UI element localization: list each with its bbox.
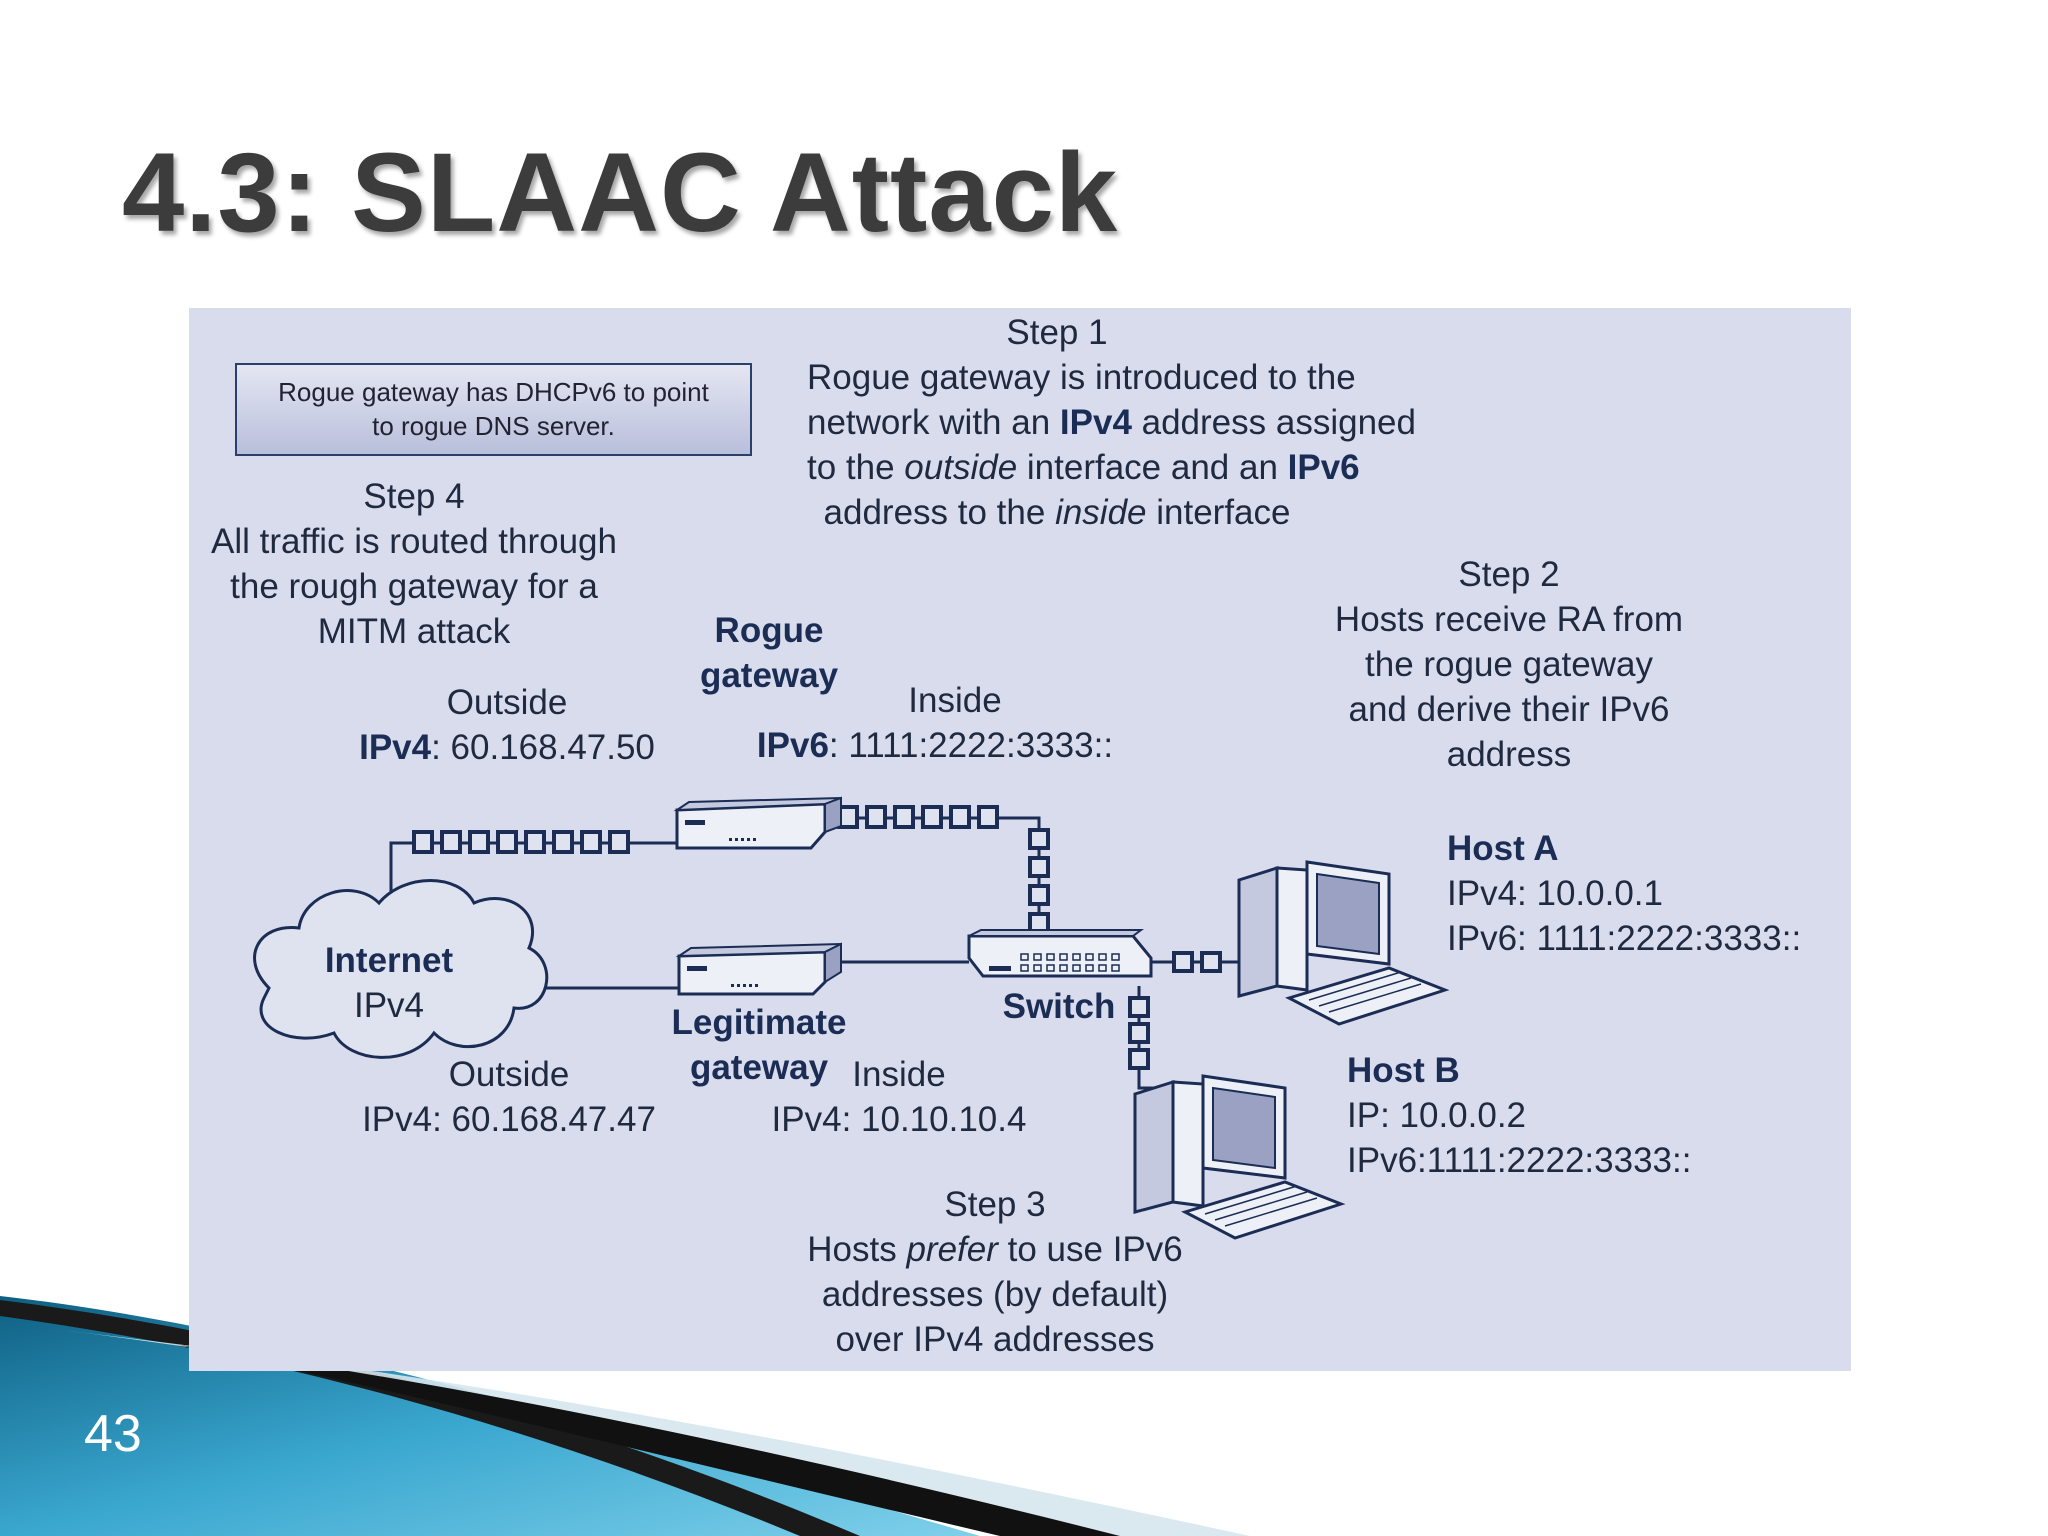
step-4-text: Step 4 All traffic is routed through the… (189, 474, 639, 654)
step-4-line-2: the rough gateway for a (230, 567, 598, 606)
step-1-line-3-c: interface and an (1017, 448, 1288, 487)
internet-name: Internet (324, 941, 454, 980)
legitimate-gateway-label-line-1: Legitimate (671, 1003, 847, 1042)
note-line-1: Rogue gateway has DHCPv6 to point (278, 377, 709, 407)
step-2-line-4: address (1446, 735, 1572, 774)
host-a-computer-icon (1237, 860, 1450, 1026)
host-b-ip: IP: 10.0.0.2 (1347, 1096, 1527, 1135)
step-2-text: Step 2 Hosts receive RA from the rogue g… (1319, 552, 1699, 777)
step-3-line-1-a: Hosts (807, 1230, 907, 1269)
dhcpv6-note-box: Rogue gateway has DHCPv6 to point to rog… (235, 363, 752, 456)
legitimate-gateway-router-icon (675, 942, 842, 996)
host-b-computer-icon (1133, 1074, 1346, 1240)
legit-outside-heading: Outside (448, 1055, 570, 1094)
step-1-line-4: address to the inside interface (807, 490, 1307, 535)
step-2-line-1: Hosts receive RA from (1334, 600, 1684, 639)
step-1-outside-emphasis: outside (904, 448, 1018, 487)
switch-label: Switch (1002, 987, 1116, 1026)
step-1-line-4-c: interface (1146, 493, 1291, 532)
step-2-heading: Step 2 (1458, 555, 1560, 594)
rogue-inside-address: IPv6: 1111:2222:3333:: (745, 723, 1125, 768)
step-4-heading: Step 4 (363, 477, 465, 516)
step-1-line-3: to the outside interface and an IPv6 (807, 445, 1360, 490)
legit-outside-label: Outside IPv4: 60.168.47.47 (339, 1052, 679, 1142)
legitimate-gateway-label: Legitimate gateway (639, 1000, 879, 1090)
step-1-text: Step 1 Rogue gateway is introduced to th… (807, 310, 1416, 535)
host-b-ipv6: IPv6:1111:2222:3333:: (1347, 1141, 1692, 1180)
network-topology-drawing (253, 796, 1450, 1240)
step-1-line-2-c: address assigned (1131, 403, 1416, 442)
internet-label: Internet IPv4 (289, 938, 489, 1028)
slide-page-number: 43 (84, 1405, 142, 1463)
step-1-line-1: Rogue gateway is introduced to the (807, 358, 1356, 397)
rogue-inside-addr: : 1111:2222:3333:: (828, 726, 1114, 765)
step-3-line-1-c: to use IPv6 (997, 1230, 1183, 1269)
host-a-label: Host A IPv4: 10.0.0.1 IPv6: 1111:2222:33… (1447, 826, 1801, 961)
legit-outside-addr: IPv4: 60.168.47.47 (362, 1100, 656, 1139)
rogue-gateway-label-line-2: gateway (699, 656, 839, 695)
slaac-attack-diagram: Rogue gateway has DHCPv6 to point to rog… (189, 308, 1851, 1371)
step-3-heading: Step 3 (944, 1185, 1046, 1224)
legitimate-gateway-label-line-2: gateway (689, 1048, 829, 1087)
rogue-gateway-router-icon (673, 796, 842, 850)
host-b-label: Host B IP: 10.0.0.2 IPv6:1111:2222:3333:… (1347, 1048, 1691, 1183)
legit-inside-heading: Inside (852, 1055, 946, 1094)
step-1-ipv4-emphasis: IPv4 (1059, 403, 1132, 442)
rogue-link-chain-inside (837, 805, 1050, 934)
host-link-chains (1128, 951, 1222, 1070)
host-a-ipv4: IPv4: 10.0.0.1 (1447, 874, 1663, 913)
rogue-inside-heading: Inside (908, 681, 1002, 720)
rogue-inside-label: Inside IPv6: 1111:2222:3333:: (745, 678, 1125, 768)
step-1-line-4-a: address to the (823, 493, 1056, 532)
step-3-line-3: over IPv4 addresses (835, 1320, 1155, 1359)
step-3-text: Step 3 Hosts prefer to use IPv6 addresse… (785, 1182, 1205, 1362)
host-b-name: Host B (1347, 1051, 1460, 1090)
step-4-line-1: All traffic is routed through (211, 522, 617, 561)
host-a-ipv6: IPv6: 1111:2222:3333:: (1447, 919, 1802, 958)
rogue-outside-address: IPv4: 60.168.47.50 (337, 725, 677, 770)
rogue-outside-addr: : 60.168.47.50 (431, 728, 655, 767)
rogue-link-chain-outside (412, 830, 630, 854)
step-2-line-2: the rogue gateway (1365, 645, 1653, 684)
step-1-ipv6-emphasis: IPv6 (1287, 448, 1360, 487)
rogue-gateway-label-line-1: Rogue (714, 611, 824, 650)
internet-proto: IPv4 (353, 986, 425, 1025)
step-1-line-2: network with an IPv4 address assigned (807, 400, 1416, 445)
rogue-gateway-label: Rogue gateway (659, 608, 879, 698)
legit-inside-addr: IPv4: 10.10.10.4 (771, 1100, 1027, 1139)
rogue-outside-proto: IPv4 (359, 728, 432, 767)
step-4-line-3: MITM attack (317, 612, 511, 651)
note-line-2: to rogue DNS server. (372, 411, 615, 441)
internet-cloud-icon (253, 879, 549, 1059)
step-1-heading: Step 1 (1006, 313, 1108, 352)
rogue-outside-label: Outside IPv4: 60.168.47.50 (337, 680, 677, 770)
step-1-line-2-a: network with an (807, 403, 1060, 442)
step-1-inside-emphasis: inside (1055, 493, 1147, 532)
step-3-prefer-emphasis: prefer (906, 1230, 998, 1269)
rogue-inside-proto: IPv6 (756, 726, 829, 765)
step-3-line-1: Hosts prefer to use IPv6 (785, 1227, 1205, 1272)
rogue-outside-heading: Outside (446, 683, 568, 722)
step-3-line-2: addresses (by default) (821, 1275, 1169, 1314)
switch-icon (967, 929, 1153, 978)
step-2-line-3: and derive their IPv6 (1348, 690, 1670, 729)
slide-title: 4.3: SLAAC Attack (122, 130, 1119, 255)
host-a-name: Host A (1447, 829, 1559, 868)
legit-inside-label: Inside IPv4: 10.10.10.4 (749, 1052, 1049, 1142)
step-1-line-3-a: to the (807, 448, 905, 487)
